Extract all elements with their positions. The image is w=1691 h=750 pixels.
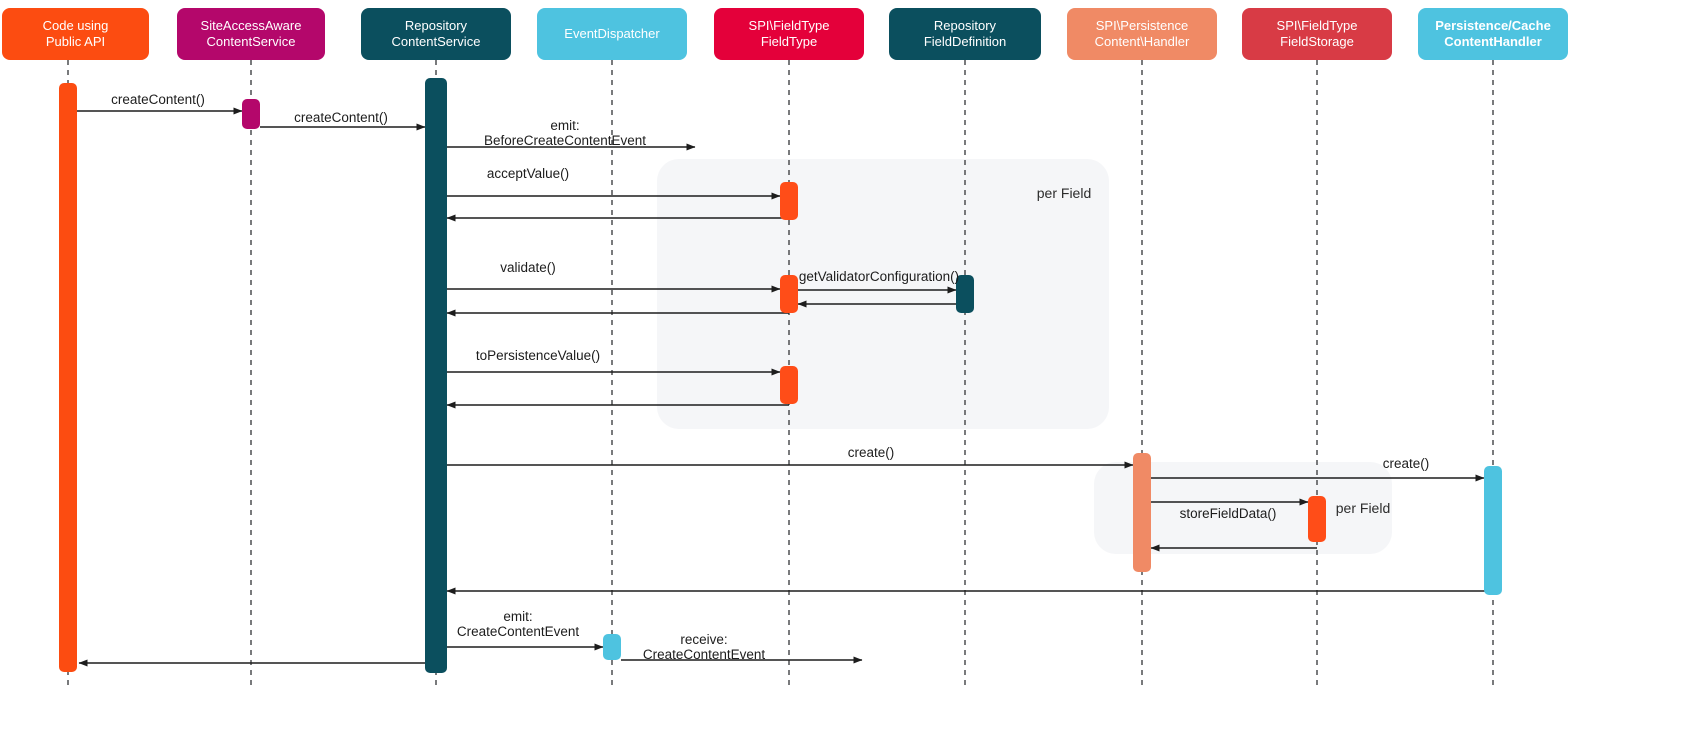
message-label: emit: CreateContentEvent bbox=[456, 609, 580, 639]
activations-layer bbox=[59, 78, 1502, 673]
activation-bar-act-siteaccessaware bbox=[242, 99, 260, 129]
participant-spi-persistence[interactable]: SPI\Persistence Content\Handler bbox=[1067, 8, 1217, 60]
messages-layer bbox=[68, 107, 1493, 667]
message-label: storeFieldData() bbox=[1179, 506, 1277, 521]
message-label: getValidatorConfiguration() bbox=[798, 269, 960, 284]
message-label: acceptValue() bbox=[486, 166, 570, 181]
activation-bar-act-fieldstorage bbox=[1308, 496, 1326, 542]
message-label: emit: BeforeCreateContentEvent bbox=[483, 118, 647, 148]
fragment-label: per Field bbox=[1036, 185, 1092, 201]
participant-repo-content[interactable]: Repository ContentService bbox=[361, 8, 511, 60]
participant-spi-fieldstorage[interactable]: SPI\FieldType FieldStorage bbox=[1242, 8, 1392, 60]
participant-persistence-cache[interactable]: Persistence/Cache ContentHandler bbox=[1418, 8, 1568, 60]
participant-public-api[interactable]: Code using Public API bbox=[2, 8, 149, 60]
activation-bar-act-repo-content bbox=[425, 78, 447, 673]
message-label: createContent() bbox=[111, 92, 205, 107]
participant-event-dispatcher[interactable]: EventDispatcher bbox=[537, 8, 687, 60]
activation-bar-act-persistence bbox=[1133, 453, 1151, 572]
message-label: validate() bbox=[500, 260, 556, 275]
fragment-label: per Field bbox=[1335, 500, 1391, 516]
activation-bar-act-public-api bbox=[59, 83, 77, 672]
activation-bar-act-fielddef-getval bbox=[956, 275, 974, 313]
activation-bar-act-persistence-cache bbox=[1484, 466, 1502, 595]
message-label: toPersistenceValue() bbox=[475, 348, 601, 363]
participant-repo-fielddef[interactable]: Repository FieldDefinition bbox=[889, 8, 1041, 60]
activation-bar-act-fieldtype-valid bbox=[780, 275, 798, 313]
participant-siteaccessaware[interactable]: SiteAccessAware ContentService bbox=[177, 8, 325, 60]
activation-bar-act-fieldtype-accept bbox=[780, 182, 798, 220]
activation-bar-act-fieldtype-topers bbox=[780, 366, 798, 404]
message-label: create() bbox=[847, 445, 895, 460]
participant-spi-fieldtype[interactable]: SPI\FieldType FieldType bbox=[714, 8, 864, 60]
fragment-box bbox=[657, 159, 1109, 429]
message-label: receive: CreateContentEvent bbox=[642, 632, 766, 662]
activation-bar-act-event-dispatcher bbox=[603, 634, 621, 660]
message-label: create() bbox=[1382, 456, 1430, 471]
message-label: createContent() bbox=[294, 110, 388, 125]
